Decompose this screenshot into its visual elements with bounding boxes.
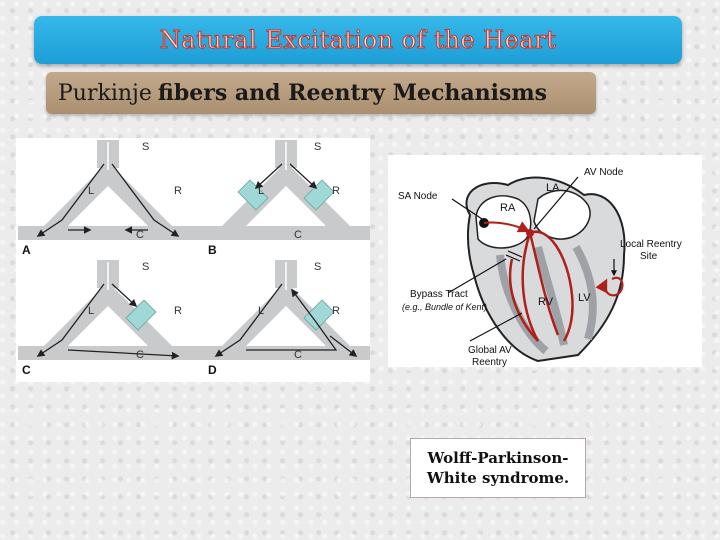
right-atrium [475,195,532,249]
caption-line-2: White syndrome. [426,469,570,487]
left-atrium [533,189,591,240]
caption-box: Wolff-Parkinson- White syndrome. [410,438,586,498]
panel-d-l: L [258,305,264,317]
heart-diagram-svg: AV Node SA Node LA RA Local Reentry Site… [398,167,682,368]
panel-c: S L R C C [17,259,199,377]
panel-b-c: C [294,229,302,241]
conduction-path [521,230,574,342]
title-banner: Natural Excitation of the Heart [34,16,682,64]
purkinje-reentry-diagram: S L R C A S L R C B S L R [16,138,377,382]
label-av-node: AV Node [584,167,624,178]
subtitle-banner: Purkinje fibers and Reentry Mechanisms [46,72,596,114]
panel-a: S L R C A [17,139,199,257]
label-rv: RV [538,296,554,308]
panel-d-r: R [332,305,340,317]
slide-title: Natural Excitation of the Heart [159,26,557,55]
label-sa-node: SA Node [398,191,438,202]
panel-b: S L R C B [195,139,377,257]
panel-c-r: R [174,305,182,317]
panel-b-letter: B [208,243,217,257]
label-local-reentry-1: Local Reentry [620,239,682,250]
panel-a-s: S [142,141,149,153]
label-local-reentry-2: Site [640,251,658,262]
panel-c-l: L [88,305,94,317]
panel-d-letter: D [208,363,217,377]
label-global-av-2: Reentry [472,357,507,367]
panel-c-letter: C [22,363,31,377]
panel-c-s: S [142,261,149,273]
label-lv: LV [578,292,591,304]
label-global-av-1: Global AV [468,345,512,356]
panel-a-l: L [88,185,94,197]
ventricle-walls [496,245,597,355]
panel-b-s: S [314,141,321,153]
label-ra: RA [500,202,516,214]
panel-a-c: C [136,229,144,241]
heart-reentry-diagram: AV Node SA Node LA RA Local Reentry Site… [388,155,702,368]
panel-d: S L R C D [195,259,377,377]
panel-b-r: R [332,185,340,197]
av-to-atria-path [483,221,531,233]
label-la: LA [546,182,560,194]
panel-d-c: C [294,349,302,361]
purkinje-diagram-svg: S L R C A S L R C B S L R [17,139,377,377]
panel-b-l: L [258,185,264,197]
subtitle-bold: fibers and Reentry Mechanisms [157,80,548,106]
label-bypass-example: (e.g., Bundle of Kent) [402,302,487,312]
bypass-path [508,258,539,342]
subtitle-normal: Purkinje [58,80,152,106]
panel-c-c: C [136,349,144,361]
panel-d-s: S [314,261,321,273]
caption-line-1: Wolff-Parkinson- [427,449,569,467]
label-bypass-tract: Bypass Tract [410,289,468,300]
local-reentry-loop [595,276,624,297]
panel-a-r: R [174,185,182,197]
panel-a-letter: A [22,243,31,257]
